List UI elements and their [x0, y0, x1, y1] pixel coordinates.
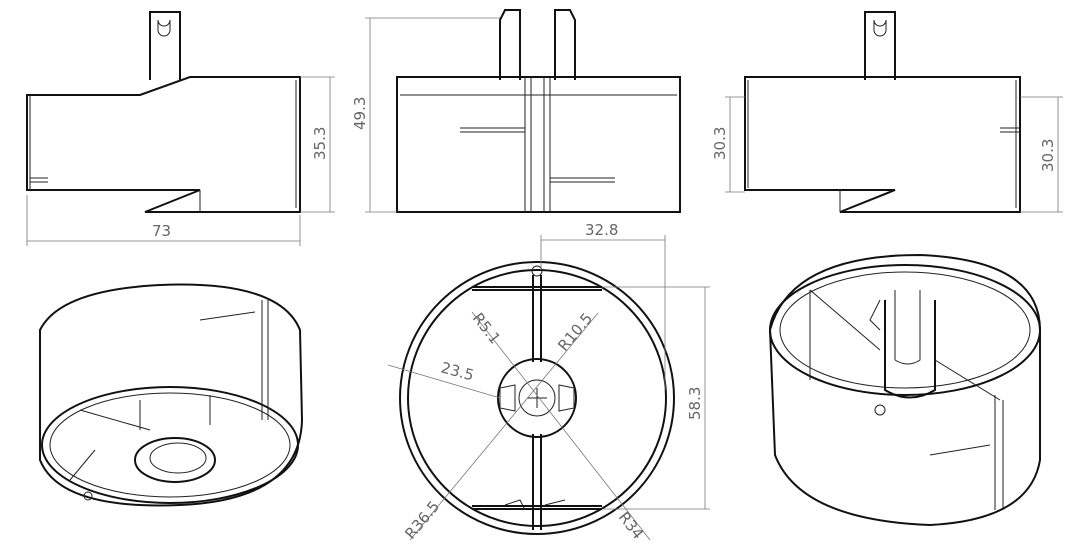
- dim-right-height-left: 30.3: [711, 127, 729, 160]
- dim-right-height-right: 30.3: [1039, 139, 1057, 172]
- dim-left-height: 35.3: [311, 127, 329, 160]
- dim-top-height: 58.3: [686, 387, 704, 420]
- bottom-isometric-view: [39, 283, 304, 507]
- right-side-view: 30.3 30.3: [711, 11, 1063, 213]
- dim-width-overall: 73: [152, 222, 171, 240]
- top-view: R5.1 R10.5 23.5 R36.5 R34 32.8 58.3: [387, 221, 710, 543]
- dim-slot-distance: 23.5: [439, 358, 476, 384]
- dim-hole-radius: R5.1: [469, 309, 504, 347]
- dim-inner-radius: R34: [615, 508, 647, 542]
- front-view: 49.3: [351, 9, 681, 213]
- dim-hub-radius: R10.5: [554, 309, 596, 354]
- left-side-view: 73 35.3: [26, 11, 335, 246]
- dim-top-offset: 32.8: [585, 221, 618, 239]
- dim-outer-radius: R36.5: [401, 497, 443, 542]
- top-isometric-view: [768, 253, 1041, 527]
- dim-front-height: 49.3: [351, 97, 369, 130]
